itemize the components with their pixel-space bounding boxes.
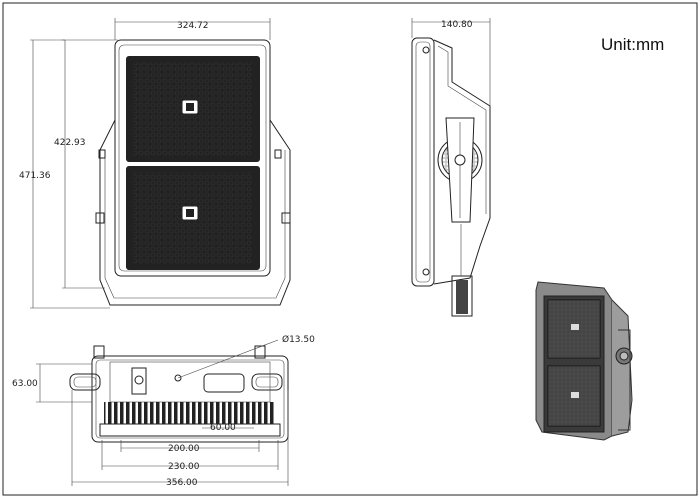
front-view	[95, 39, 291, 306]
unit-label: Unit:mm	[601, 35, 664, 54]
dim-side-depth: 140.80	[441, 20, 473, 30]
front-dimensions	[30, 18, 271, 309]
side-view	[411, 18, 491, 317]
dim-front-total-height: 471.36	[19, 171, 51, 181]
dim-front-inner-height: 422.93	[54, 138, 86, 148]
product-render	[535, 281, 633, 441]
dim-bottom-height: 63.00	[12, 379, 38, 389]
dim-bottom-60: 60.00	[210, 423, 236, 433]
dim-bottom-356: 356.00	[166, 478, 198, 488]
dim-bottom-230: 230.00	[168, 462, 200, 472]
dim-bottom-200: 200.00	[168, 444, 200, 454]
dim-bottom-hole: Ø13.50	[282, 334, 315, 345]
dim-front-width: 324.72	[177, 21, 209, 31]
bottom-view	[69, 345, 289, 443]
bottom-dimensions	[36, 339, 289, 486]
